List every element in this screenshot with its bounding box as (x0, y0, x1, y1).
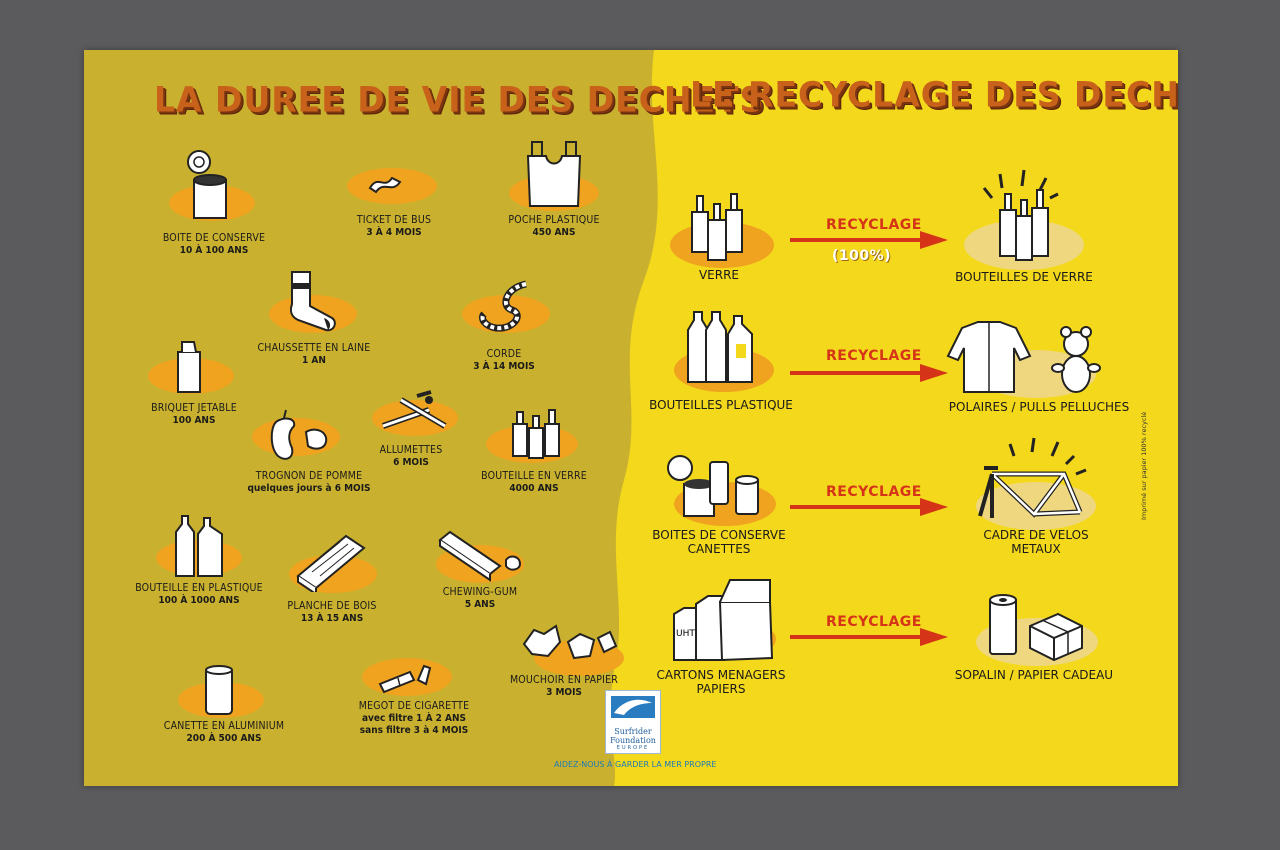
recycle-source: VERRE (698, 268, 740, 282)
poster-background (84, 50, 1178, 786)
recycle-label: RECYCLAGE (826, 484, 922, 500)
glass-bottle-icon (512, 409, 560, 459)
arrow-icon (790, 231, 948, 249)
recycle-result: SOPALIN / PAPIER CADEAU (954, 668, 1114, 682)
chewing-gum-icon (438, 530, 522, 582)
plastic-bottle-icon (175, 515, 223, 577)
poster: LA DUREE DE VIE DES DECHETS LE RECYCLAGE… (84, 50, 1178, 786)
arrow-icon (790, 628, 948, 646)
cigarette-butt-icon (378, 664, 432, 694)
matches-icon (382, 390, 447, 429)
tissue-icon (522, 624, 618, 660)
apple-core-icon (270, 409, 328, 460)
bottles-result-icon (982, 169, 1059, 261)
plastic-bottle-icon (687, 311, 753, 383)
wave-icon (611, 696, 655, 718)
lighter-icon (177, 341, 201, 393)
recycle-result: POLAIRES / PULLS PELLUCHES (948, 400, 1130, 414)
side-note: Imprimé sur papier 100% recyclé (1140, 411, 1148, 520)
logo-line3: EUROPE (616, 745, 650, 751)
sock-icon (289, 271, 336, 332)
aluminium-can-icon (205, 665, 233, 715)
arrow-icon (790, 498, 948, 516)
svg-text:UHT: UHT (676, 629, 695, 639)
arrow-icon (790, 364, 948, 382)
paper-towel-gift-icon (989, 594, 1083, 662)
plastic-bag-icon (526, 141, 582, 207)
cartons-icon: UHT (673, 579, 774, 662)
bus-ticket-icon (368, 176, 402, 194)
wood-plank-icon (296, 534, 366, 592)
cans-icon (667, 455, 759, 517)
surfrider-logo: Surfrider Foundation EUROPE (605, 690, 661, 754)
rope-icon (479, 280, 527, 332)
recycle-label: RECYCLAGE (826, 614, 922, 630)
right-title: LE RECYCLAGE DES DECHETS (690, 74, 1178, 115)
tin-can-icon (187, 150, 227, 219)
left-title: LA DUREE DE VIE DES DECHETS (154, 79, 765, 120)
footer-text: AIDEZ-NOUS À GARDER LA MER PROPRE (554, 760, 717, 769)
fleece-teddy-icon (946, 321, 1101, 393)
logo-line1: Surfrider (614, 727, 652, 736)
glass-bottle-icon (691, 193, 743, 261)
recycle-result: BOUTEILLES DE VERRE (955, 270, 1093, 284)
recycle-label: RECYCLAGE (826, 217, 922, 233)
recycle-label: RECYCLAGE (826, 348, 922, 364)
recycle-source: BOUTEILLES PLASTIQUE (649, 398, 793, 412)
bike-frame-icon (978, 437, 1087, 518)
logo-line2: Foundation (610, 736, 656, 745)
recycle-percent: (100%) (832, 248, 892, 264)
